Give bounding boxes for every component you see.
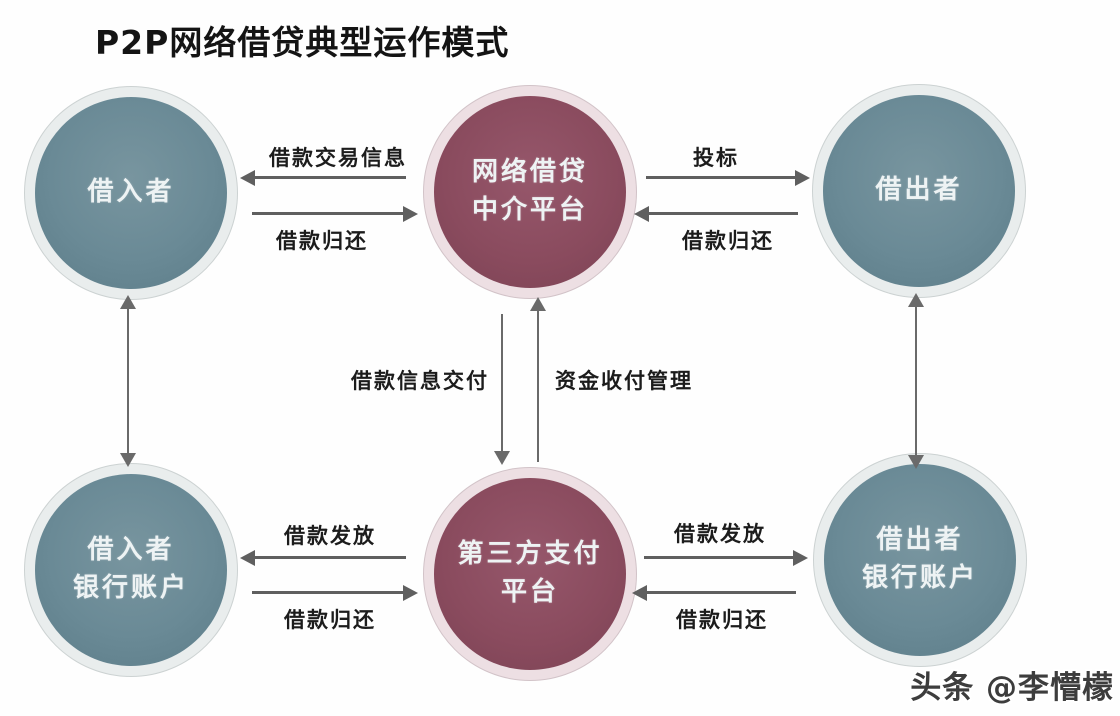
node-borrower-label: 借入者 xyxy=(87,177,175,208)
edge-label-bidding: 投标 xyxy=(693,146,739,170)
arrow-borrowerbank-to-thirdparty-icon xyxy=(252,584,418,601)
edge-label-loan-repayment-bottomleft: 借款归还 xyxy=(284,608,376,632)
arrowhead-right-icon xyxy=(793,549,808,566)
node-lender-label: 借出者 xyxy=(875,175,963,206)
arrowhead-left-icon xyxy=(240,169,255,186)
arrow-borrower-to-platform-icon xyxy=(252,205,418,222)
arrow-lender-to-platform-icon xyxy=(634,205,798,222)
arrow-thirdparty-to-borrowerbank-icon xyxy=(240,549,406,566)
edge-label-loan-repayment-bottomright: 借款归还 xyxy=(676,608,768,632)
arrow-platform-to-lender-icon xyxy=(646,169,810,186)
arrowhead-left-icon xyxy=(632,584,647,601)
node-borrower-bank-account: 借入者 银行账户 xyxy=(35,474,227,666)
arrow-lender-lenderbank-both-icon xyxy=(908,293,924,469)
node-third-party-line1: 第三方支付 xyxy=(457,539,603,570)
arrowhead-down-icon xyxy=(494,451,510,465)
toutiao-watermark: 头条 @李懵檬 xyxy=(910,670,1114,706)
node-third-party-payment-platform: 第三方支付 平台 xyxy=(434,478,626,670)
edge-label-loan-disbursement-bottomleft: 借款发放 xyxy=(284,524,376,548)
arrow-thirdparty-to-platform-icon xyxy=(530,297,546,462)
edge-label-loan-transaction-info: 借款交易信息 xyxy=(269,146,407,170)
arrowhead-up-icon xyxy=(908,293,924,307)
edge-label-loan-repayment-topright: 借款归还 xyxy=(682,229,774,253)
edge-label-loan-repayment-topleft: 借款归还 xyxy=(276,229,368,253)
node-borrower-bank-line2: 银行账户 xyxy=(72,573,189,603)
node-lender: 借出者 xyxy=(823,95,1015,287)
node-lender-bank-account: 借出者 银行账户 xyxy=(824,464,1016,656)
arrowhead-up-icon xyxy=(120,295,136,309)
arrow-platform-to-thirdparty-icon xyxy=(494,314,510,465)
edge-label-loan-info-delivery: 借款信息交付 xyxy=(351,369,489,393)
arrowhead-right-icon xyxy=(795,169,810,186)
arrow-platform-to-borrower-icon xyxy=(240,169,406,186)
page-title: P2P网络借贷典型运作模式 xyxy=(95,23,510,62)
arrowhead-right-icon xyxy=(403,205,418,222)
node-borrower: 借入者 xyxy=(35,97,227,289)
node-lending-platform-line2: 中介平台 xyxy=(471,195,588,225)
node-borrower-bank-line1: 借入者 xyxy=(87,535,175,566)
node-lending-platform-line1: 网络借贷 xyxy=(471,157,588,188)
arrowhead-down-icon xyxy=(120,453,136,467)
edge-label-loan-disbursement-bottomright: 借款发放 xyxy=(674,522,766,546)
arrowhead-left-icon xyxy=(240,549,255,566)
arrowhead-down-icon xyxy=(908,455,924,469)
node-third-party-line2: 平台 xyxy=(500,577,559,607)
node-lender-bank-line1: 借出者 xyxy=(876,525,964,556)
arrow-thirdparty-to-lenderbank-icon xyxy=(644,549,808,566)
arrowhead-right-icon xyxy=(403,584,418,601)
node-lender-bank-line2: 银行账户 xyxy=(861,563,978,593)
arrow-borrower-borrowerbank-both-icon xyxy=(120,295,136,467)
arrow-lenderbank-to-thirdparty-icon xyxy=(632,584,796,601)
edge-label-funds-payment-management: 资金收付管理 xyxy=(555,369,693,393)
arrowhead-up-icon xyxy=(530,297,546,311)
node-lending-platform: 网络借贷 中介平台 xyxy=(434,96,626,288)
arrowhead-left-icon xyxy=(634,205,649,222)
